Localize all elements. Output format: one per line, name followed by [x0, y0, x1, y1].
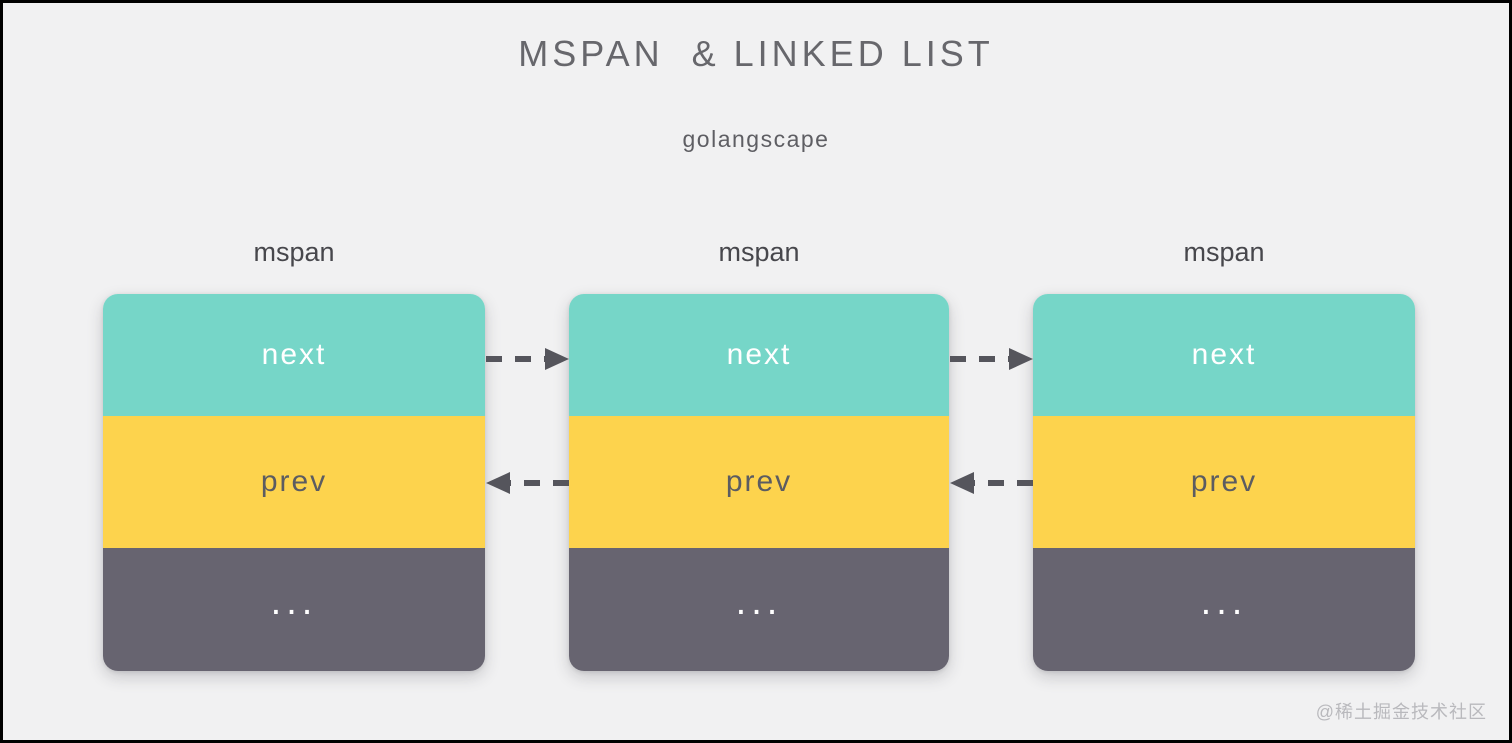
mspan-node-1: mspan next prev ... — [103, 235, 485, 671]
prev-field: prev — [1033, 416, 1415, 548]
prev-arrow-2-to-1 — [486, 472, 569, 494]
arrowhead-left-icon — [950, 472, 974, 494]
mspan-node-label: mspan — [718, 237, 800, 267]
mspan-struct-box: next prev ... — [1033, 294, 1415, 671]
arrowhead-right-icon — [545, 348, 569, 370]
next-field: next — [1033, 294, 1415, 416]
rest-field: ... — [569, 548, 949, 671]
diagram-subtitle: golangscape — [682, 126, 830, 152]
mspan-node-3: mspan next prev ... — [1033, 235, 1415, 671]
ellipsis-label: ... — [270, 581, 318, 623]
dashed-line — [974, 480, 1033, 486]
next-arrow-2-to-3 — [950, 348, 1033, 370]
dashed-line — [950, 356, 1009, 362]
next-arrow-1-to-2 — [486, 348, 569, 370]
arrowhead-right-icon — [1009, 348, 1033, 370]
arrowhead-left-icon — [486, 472, 510, 494]
prev-field: prev — [103, 416, 485, 548]
mspan-node-label: mspan — [1183, 237, 1265, 267]
mspan-struct-box: next prev ... — [569, 294, 949, 671]
next-field: next — [569, 294, 949, 416]
next-field: next — [103, 294, 485, 416]
diagram-title: MSPAN & LINKED LIST — [518, 33, 994, 74]
rest-field: ... — [1033, 548, 1415, 671]
mspan-node-2: mspan next prev ... — [569, 235, 949, 671]
prev-arrow-3-to-2 — [950, 472, 1033, 494]
ellipsis-label: ... — [1200, 581, 1248, 623]
rest-field: ... — [103, 548, 485, 671]
watermark: @稀土掘金技术社区 — [1315, 702, 1487, 722]
prev-field: prev — [569, 416, 949, 548]
mspan-node-label: mspan — [253, 237, 335, 267]
dashed-line — [510, 480, 569, 486]
mspan-struct-box: next prev ... — [103, 294, 485, 671]
ellipsis-label: ... — [735, 581, 783, 623]
dashed-line — [486, 356, 545, 362]
